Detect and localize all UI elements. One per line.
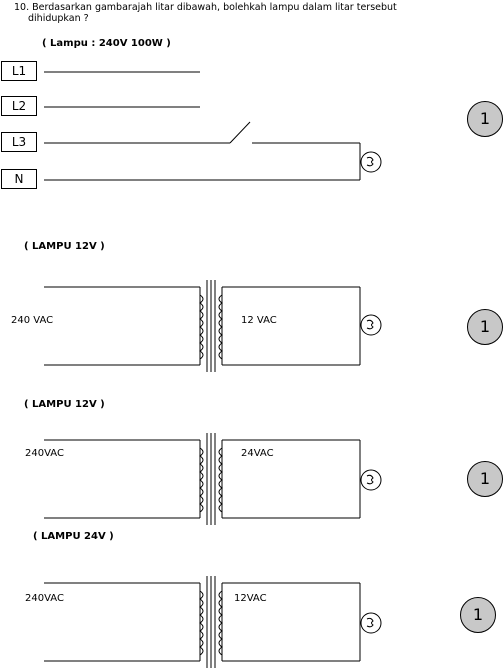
circuit3-secondary-voltage: 24VAC — [241, 448, 274, 459]
circuit3-header: ( LAMPU 12V ) — [24, 399, 105, 410]
line-label-l3: L3 — [1, 132, 37, 152]
transformer-circuit-3 — [44, 433, 382, 525]
question-text-line2: dihidupkan ? — [28, 13, 89, 24]
question-text-line1: 10. Berdasarkan gambarajah litar dibawah… — [14, 2, 397, 13]
circuit2-primary-voltage: 240 VAC — [11, 315, 54, 326]
circuit4-header: ( LAMPU 24V ) — [33, 531, 114, 542]
switch-contact — [229, 121, 251, 144]
score-mark-2: 1 — [467, 309, 503, 345]
lamp-filament — [366, 156, 374, 167]
lamp-symbol — [360, 151, 382, 173]
circuit2-secondary-voltage: 12 VAC — [241, 315, 277, 326]
circuit1-header: ( Lampu : 240V 100W ) — [42, 38, 171, 49]
circuit4-secondary-voltage: 12VAC — [234, 593, 267, 604]
transformer-circuit-2 — [44, 280, 382, 372]
circuit2-header: ( LAMPU 12V ) — [24, 241, 105, 252]
score-mark-3: 1 — [467, 461, 503, 497]
score-mark-4: 1 — [460, 597, 496, 633]
transformer-circuit-4 — [44, 576, 382, 668]
line-label-l2: L2 — [1, 96, 37, 116]
line-label-l1: L1 — [1, 61, 37, 81]
circuit3-primary-voltage: 240VAC — [25, 448, 64, 459]
line-label-n: N — [1, 169, 37, 189]
score-mark-1: 1 — [467, 101, 503, 137]
circuit4-primary-voltage: 240VAC — [25, 593, 64, 604]
